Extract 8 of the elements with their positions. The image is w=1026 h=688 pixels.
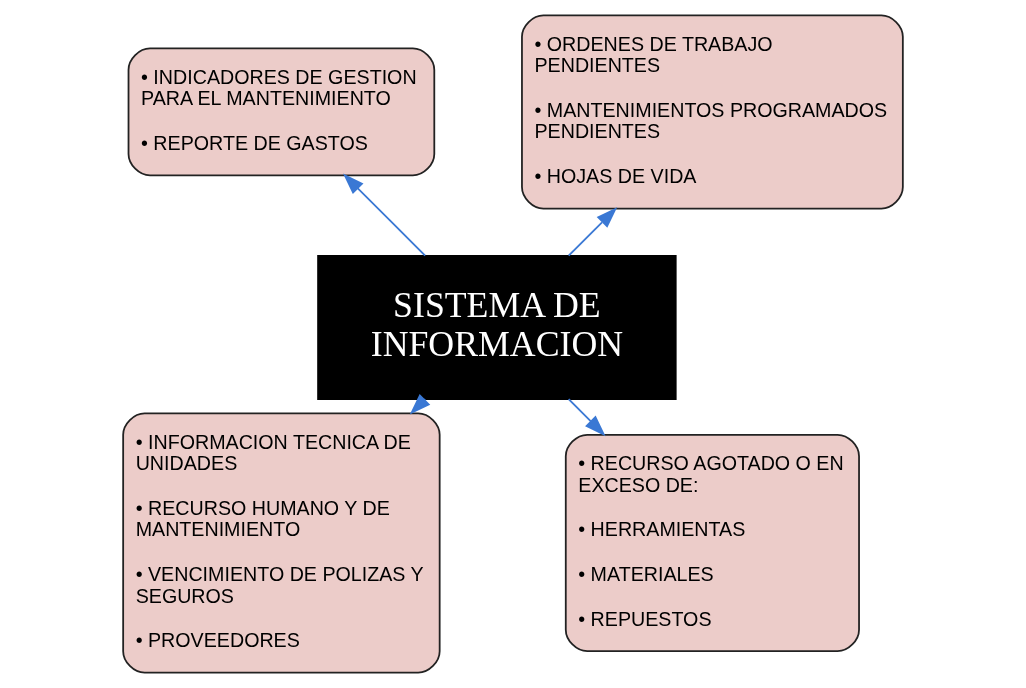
- arrow: [567, 398, 606, 437]
- arrow: [342, 173, 427, 257]
- node-box: • INFORMACION TECNICA DE UNIDADES • RECURSO HUMANO Y DE MANTENIMIENTO • VENCIMIENTO DE POLIZAS Y SEGUROS • PROVEEDORES: [122, 412, 441, 674]
- node-box: • ORDENES DE TRABAJO PENDIENTES • MANTENIMIENTOS PROGRAMADOS PENDIENTES • HOJAS DE VIDA: [521, 14, 904, 210]
- arrow: [567, 207, 618, 257]
- node-box: • INDICADORES DE GESTION PARA EL MANTENIMIENTO • REPORTE DE GASTOS: [127, 47, 436, 177]
- node-box: • RECURSO AGOTADO O EN EXCESO DE: • HERRAMIENTAS • MATERIALES • REPUESTOS: [564, 433, 860, 653]
- arrow: [409, 394, 431, 415]
